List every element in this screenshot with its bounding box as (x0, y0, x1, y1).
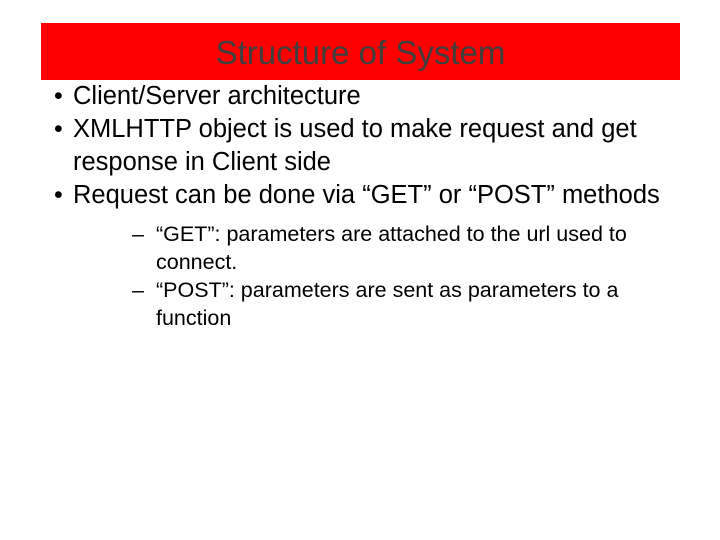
page-title: Structure of System (215, 33, 506, 71)
bullet-glyph-icon: • (54, 181, 63, 209)
dash-bullet-glyph-icon: – (132, 222, 144, 246)
list-item: – “POST”: parameters are sent as paramet… (120, 276, 695, 332)
list-item: – “GET”: parameters are attached to the … (120, 220, 695, 276)
list-item-text: “GET”: parameters are attached to the ur… (156, 222, 627, 274)
bullet-glyph-icon: • (54, 82, 63, 110)
dash-bullet-glyph-icon: – (132, 278, 144, 302)
list-item-text: Client/Server architecture (73, 82, 361, 110)
list-item: • Request can be done via “GET” or “POST… (30, 179, 695, 332)
title-banner (41, 23, 680, 80)
list-item-text: “POST”: parameters are sent as parameter… (156, 278, 619, 330)
list-item-text: Request can be done via “GET” or “POST” … (73, 181, 660, 209)
list-item-text: XMLHTTP object is used to make request a… (73, 115, 637, 176)
bullet-list-level2: – “GET”: parameters are attached to the … (120, 220, 695, 332)
slide-body: • Client/Server architecture • XMLHTTP o… (30, 80, 695, 332)
list-item: • Client/Server architecture (30, 80, 695, 113)
bullet-list-level1: • Client/Server architecture • XMLHTTP o… (30, 80, 695, 332)
bullet-glyph-icon: • (54, 115, 63, 143)
list-item: • XMLHTTP object is used to make request… (30, 113, 695, 179)
sub-bullet-wrapper: – “GET”: parameters are attached to the … (120, 220, 695, 332)
